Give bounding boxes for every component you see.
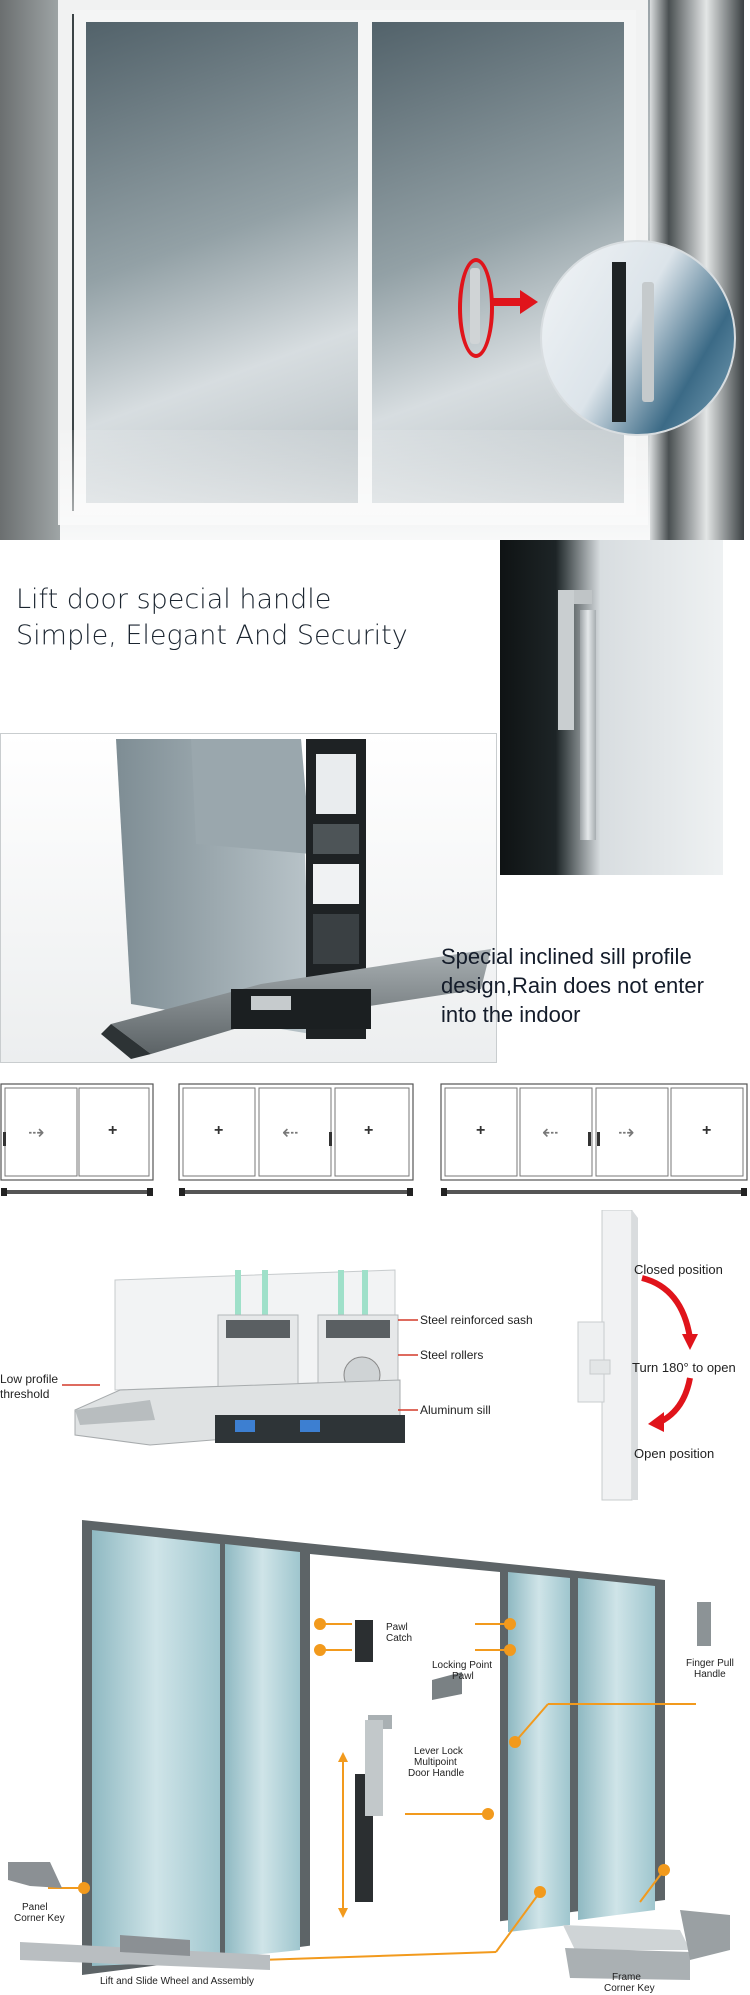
sill-line-1: Special inclined sill profile xyxy=(441,944,692,969)
label-aluminum-sill: Aluminum sill xyxy=(420,1403,491,1417)
layout-four-panel: + ⇠ ⇢ + xyxy=(440,1082,748,1200)
label-panel-key-1: Panel xyxy=(22,1902,48,1913)
layout-two-panel: ⇢ + xyxy=(0,1082,155,1200)
highlight-ring xyxy=(458,258,494,358)
label-wheel-assembly: Lift and Slide Wheel and Assembly xyxy=(100,1976,254,1987)
layout-fixed-mark: + xyxy=(214,1122,224,1139)
label-closed-position: Closed position xyxy=(634,1262,723,1277)
sill-profile-render xyxy=(0,733,497,1063)
handle-zoom-circle xyxy=(540,240,736,436)
highlight-arrow xyxy=(492,298,526,306)
label-threshold-1: Low profile xyxy=(0,1372,59,1386)
label-frame-key-2: Corner Key xyxy=(604,1983,655,1994)
layout-arrow-right: ⇢ xyxy=(618,1122,635,1144)
label-locking-point-2: Pawl xyxy=(452,1671,474,1682)
hero-door-photo xyxy=(0,0,744,540)
label-lever-lock-1: Lever Lock xyxy=(414,1746,463,1757)
label-steel-sash: Steel reinforced sash xyxy=(420,1313,533,1327)
label-threshold-2: threshold xyxy=(0,1387,50,1401)
sill-line-3: into the indoor xyxy=(441,1002,581,1027)
label-pawl-catch-1: Pawl xyxy=(386,1622,408,1633)
layout-fixed-mark: + xyxy=(108,1122,118,1139)
label-steel-rollers: Steel rollers xyxy=(420,1348,484,1362)
handle-heading: Lift door special handle Simple, Elegant… xyxy=(16,582,486,654)
label-lever-lock-3: Door Handle xyxy=(408,1768,465,1779)
label-turn-to-open: Turn 180° to open xyxy=(632,1360,736,1375)
handle-closeup-photo xyxy=(500,540,723,875)
label-finger-pull-2: Handle xyxy=(694,1669,726,1680)
floor-reflection xyxy=(60,430,744,540)
sill-line-2: design,Rain does not enter xyxy=(441,973,704,998)
label-finger-pull-1: Finger Pull xyxy=(686,1658,734,1669)
layout-fixed-mark: + xyxy=(476,1122,486,1139)
layout-fixed-mark: + xyxy=(702,1122,712,1139)
handle-rotation-diagram: Closed position Turn 180° to open Open p… xyxy=(572,1210,750,1510)
label-panel-key-2: Corner Key xyxy=(14,1913,65,1924)
layout-arrow-left: ⇠ xyxy=(282,1122,299,1144)
wall xyxy=(0,0,60,540)
sill-description: Special inclined sill profile design,Rai… xyxy=(441,942,741,1029)
layout-three-panel: + ⇠ + xyxy=(178,1082,414,1200)
label-locking-point-1: Locking Point xyxy=(432,1660,493,1671)
profile-cross-section: Steel reinforced sash Steel rollers Alum… xyxy=(0,1220,560,1480)
label-lever-lock-2: Multipoint xyxy=(414,1757,457,1768)
layout-arrow-right: ⇢ xyxy=(28,1122,45,1144)
label-pawl-catch-2: Catch xyxy=(386,1633,413,1644)
layout-arrow-left: ⇠ xyxy=(542,1122,559,1144)
heading-line-2: Simple, Elegant And Security xyxy=(16,620,408,651)
hardware-components-diagram: Pawl Catch Locking Point Pawl Lever Lock… xyxy=(0,1510,750,1995)
label-frame-key-1: Frame xyxy=(612,1972,641,1983)
layout-fixed-mark: + xyxy=(364,1122,374,1139)
heading-line-1: Lift door special handle xyxy=(16,584,332,615)
label-open-position: Open position xyxy=(634,1446,715,1461)
highlight-arrowhead xyxy=(520,290,538,314)
